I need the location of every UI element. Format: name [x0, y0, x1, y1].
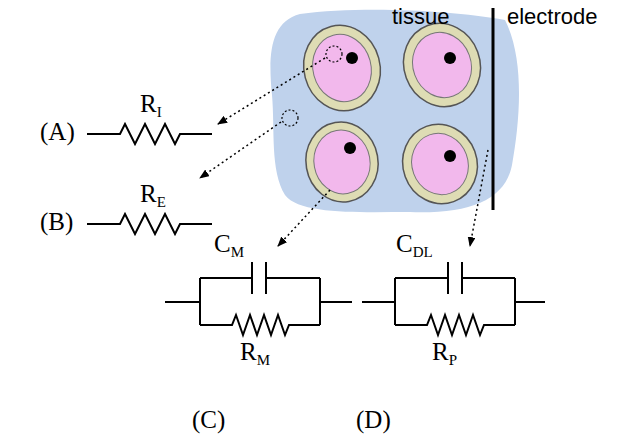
sample-region — [282, 110, 298, 126]
component-label: RE — [140, 180, 166, 211]
electrode-wire — [492, 8, 495, 210]
cell — [392, 114, 489, 214]
rc-parallel-symbol — [165, 262, 352, 335]
resistor-symbol — [87, 214, 212, 234]
sample-region — [326, 46, 342, 62]
component-label: CDL — [396, 230, 433, 261]
panel-letter: (B) — [40, 208, 73, 237]
component-label: CM — [214, 230, 244, 261]
panel-letter: (C) — [192, 406, 225, 435]
component-label: RI — [140, 90, 162, 121]
panel-letter: (A) — [40, 118, 75, 147]
tissue-region — [270, 10, 519, 212]
component-label: RM — [240, 338, 270, 369]
leader-arrow — [200, 58, 488, 246]
cell — [300, 116, 385, 207]
cell — [294, 17, 390, 120]
panel-letter: (D) — [356, 406, 391, 435]
part-label: electrode — [507, 4, 598, 29]
resistor-symbol — [87, 124, 212, 144]
component-label: RP — [432, 338, 457, 369]
region-label: tissue — [392, 4, 449, 29]
rc-parallel-symbol — [362, 262, 545, 335]
